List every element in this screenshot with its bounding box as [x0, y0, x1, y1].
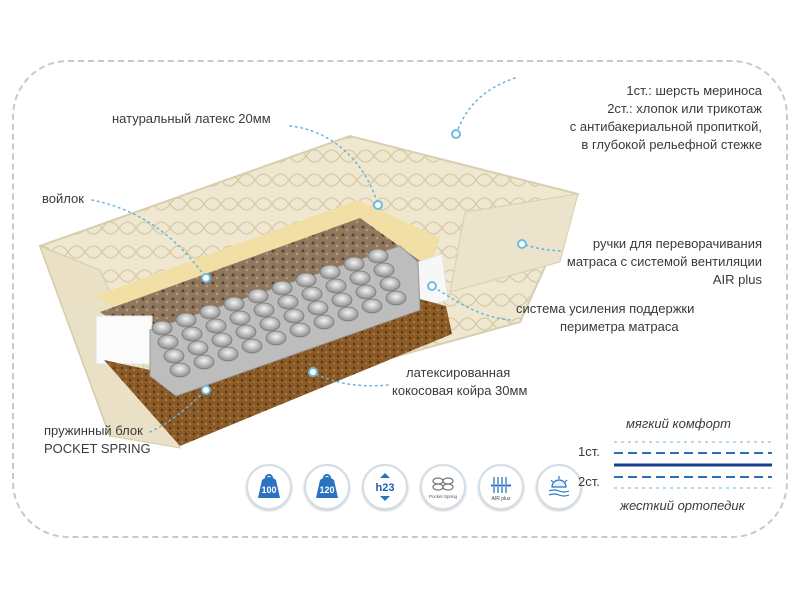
firmness-diagram [614, 441, 772, 489]
air-plus-caption: AIR plus [492, 496, 511, 502]
side-2-label: 2ст. [578, 474, 600, 489]
callout-lines [91, 77, 561, 433]
callout-dots [201, 129, 527, 395]
spring-pocket [223, 296, 245, 312]
latex-label: натуральный латекс 20мм [112, 111, 271, 126]
spring-pocket [151, 320, 173, 336]
perimeter-label-1: система усиления поддержки [516, 301, 695, 316]
air-plus-icon: AIR plus [478, 464, 524, 510]
feature-icons: 100 120 h23 Pocket Spring [246, 464, 582, 510]
spring-pocket [361, 298, 383, 314]
load-100-value: 100 [261, 485, 276, 495]
stitch-label: в глубокой рельефной стежке [581, 137, 762, 152]
felt-label: войлок [42, 191, 84, 206]
load-120-value: 120 [319, 485, 334, 495]
spring-pocket [331, 292, 353, 308]
spring-pocket [247, 288, 269, 304]
spring-pocket [277, 294, 299, 310]
spring-label-2: POCKET SPRING [44, 441, 151, 456]
spring-pocket [283, 308, 305, 324]
spring-pocket [325, 278, 347, 294]
spring-pocket [235, 324, 257, 340]
spring-pocket [157, 334, 179, 350]
spring-pocket [169, 362, 191, 378]
spring-pocket [307, 300, 329, 316]
spring-pocket [175, 312, 197, 328]
antibacterial-icon [536, 464, 582, 510]
spring-pocket [301, 286, 323, 302]
impregnation-label: с антибакериальной пропиткой, [569, 119, 762, 134]
spring-pocket [181, 326, 203, 342]
hard-orthopedic-title: жесткий ортопедик [620, 498, 745, 513]
coir-label-1: латексированная [406, 365, 511, 380]
layer2-label: 2ст.: хлопок или трикотаж [607, 101, 762, 116]
spring-pocket [265, 330, 287, 346]
load-120-icon: 120 [304, 464, 350, 510]
pocket-spring-icon: Pocket Spring [420, 464, 466, 510]
coir-label-2: кокосовая койра 30мм [392, 383, 528, 398]
perimeter-label-2: периметра матраса [560, 319, 679, 334]
load-100-icon: 100 [246, 464, 292, 510]
handles-label-3: AIR plus [712, 272, 762, 287]
spring-pocket [313, 314, 335, 330]
spring-pocket [379, 276, 401, 292]
spring-pocket [217, 346, 239, 362]
handles-label-1: ручки для переворачивания [592, 236, 762, 251]
spring-pocket [355, 284, 377, 300]
spring-pocket [349, 270, 371, 286]
height-icon: h23 [362, 464, 408, 510]
soft-comfort-title: мягкий комфорт [626, 416, 731, 431]
spring-pocket [187, 340, 209, 356]
spring-pocket [259, 316, 281, 332]
spring-pocket [367, 248, 389, 264]
spring-pocket [193, 354, 215, 370]
spring-pocket [229, 310, 251, 326]
handles-label-2: матраса с системой вентиляции [566, 254, 762, 269]
pocket-spring-caption: Pocket Spring [429, 494, 458, 499]
spring-pocket [289, 322, 311, 338]
spring-pocket [343, 256, 365, 272]
dashed-frame [12, 60, 788, 538]
height-value: h23 [376, 482, 395, 494]
side-1-label: 1ст. [578, 444, 600, 459]
spring-pocket [385, 290, 407, 306]
spring-pocket [373, 262, 395, 278]
spring-pocket [295, 272, 317, 288]
spring-pocket [163, 348, 185, 364]
spring-pocket [337, 306, 359, 322]
layer1-label: 1ст.: шерсть мериноса [626, 83, 762, 98]
spring-pocket [199, 304, 221, 320]
spring-label-1: пружинный блок [44, 423, 143, 438]
spring-pocket [211, 332, 233, 348]
spring-pocket [205, 318, 227, 334]
spring-pocket [241, 338, 263, 354]
spring-pocket [319, 264, 341, 280]
spring-pocket [271, 280, 293, 296]
mattress-side-wall [449, 193, 579, 293]
spring-pocket [253, 302, 275, 318]
pocket-spring-block [151, 248, 407, 378]
